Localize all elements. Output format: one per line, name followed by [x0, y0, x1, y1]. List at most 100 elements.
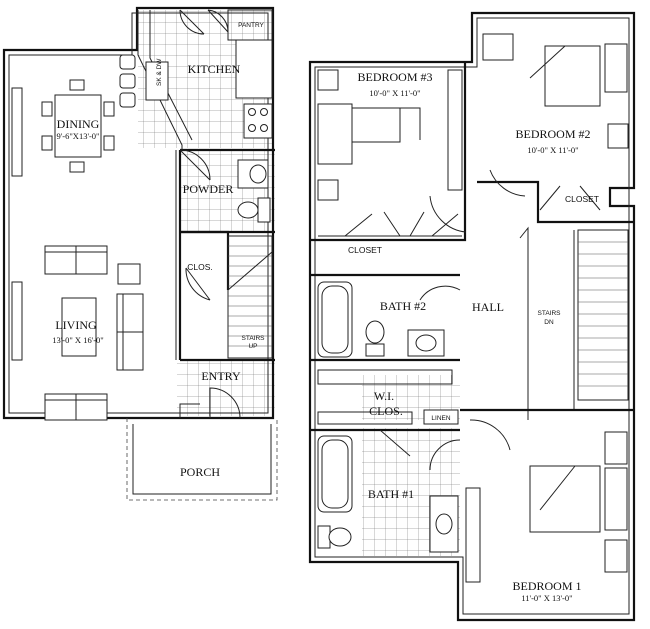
bath1-tub: [317, 435, 353, 513]
wiclos-shelf: [317, 411, 413, 425]
coffee-table: [61, 297, 97, 357]
bath1-vanity: [429, 495, 459, 553]
powder-vanity: [237, 159, 269, 189]
bath2-walls: [310, 273, 460, 362]
nightstand: [604, 431, 628, 465]
bed3-dresser: [447, 69, 463, 191]
first-floor: SK & DW: [2, 6, 278, 501]
sofa-cushions: [45, 246, 107, 274]
hall-door-swing: [489, 169, 526, 197]
entry-door-swing: [209, 387, 241, 419]
bed1-headboard: [604, 467, 628, 531]
toilet-bowl: [328, 527, 352, 547]
porch-inner-outline: [132, 424, 272, 495]
linen-label: LINEN: [431, 415, 450, 422]
nightstand: [607, 123, 629, 149]
hall-door-swing: [429, 195, 467, 233]
bar-stools: [119, 54, 136, 108]
wiclos-label-2: CLOS.: [369, 404, 403, 418]
dining-table: [41, 79, 115, 173]
bed3-headboard: [352, 107, 401, 143]
burner-icon: [260, 108, 268, 116]
sink-icon: [435, 513, 453, 535]
bed1-dresser: [465, 487, 481, 583]
entry-tile-floor: [177, 360, 275, 416]
tub-basin: [321, 285, 349, 354]
kitchen-label: KITCHEN: [188, 62, 241, 76]
burner-icon: [248, 108, 256, 116]
pantry-label: PANTRY: [238, 22, 264, 29]
bath2-label: BATH #2: [380, 299, 426, 313]
stairs-down: [519, 226, 629, 420]
bedroom2-label: BEDROOM #2: [515, 127, 590, 141]
dining-label: DINING: [57, 117, 100, 131]
bath2-tub: [317, 281, 353, 358]
closet-left-label: CLOSET: [348, 245, 382, 255]
nightstand: [482, 33, 514, 61]
entry-closet: [179, 403, 200, 418]
clos-door-swing: [185, 267, 211, 301]
wiclos-shelf: [317, 369, 453, 385]
window: [11, 87, 23, 177]
window: [11, 281, 23, 361]
kitchen-sink: [145, 61, 169, 101]
toilet-tank: [257, 197, 271, 223]
sink-dw-label: SK & DW: [156, 58, 163, 86]
toilet-bowl: [365, 320, 385, 344]
bedroom3-size: 10'-0" X 11'-0": [369, 88, 420, 98]
kitchen-counter-edge: [149, 10, 193, 141]
toilet-tank: [365, 343, 385, 357]
linen-closet: [423, 409, 459, 425]
hall-label: HALL: [472, 300, 504, 314]
entry-label: ENTRY: [201, 369, 241, 383]
dining-size: 9'-6"X13'-0": [56, 131, 99, 141]
stairs-dn-label-2: DN: [544, 319, 554, 326]
bedroom2-wall: [477, 180, 634, 224]
bath1-label: BATH #1: [368, 487, 414, 501]
sink-icon: [249, 164, 267, 184]
nightstand: [317, 179, 339, 201]
bedroom2-size: 10'-0" X 11'-0": [527, 145, 578, 155]
burner-icon: [248, 124, 256, 132]
bedroom1-door-swing: [469, 419, 511, 451]
loveseat-cushions: [117, 294, 143, 370]
toilet-tank: [317, 525, 331, 549]
nightstand: [317, 69, 339, 91]
pantry-door-swing: [207, 9, 229, 33]
bedroom1-size: 11'-0" X 13'-0": [521, 593, 572, 603]
closet-bifold-doors: [344, 211, 459, 237]
stairs-up-label-1: STAIRS: [242, 335, 266, 342]
first-floor-exterior-wall: [2, 6, 275, 420]
bed3-mattress: [360, 107, 421, 140]
powder-label: POWDER: [183, 182, 234, 196]
porch-label: PORCH: [180, 465, 220, 479]
pantry-closet: [227, 9, 273, 41]
stairs-dn-label-1: STAIRS: [538, 310, 562, 317]
closet-right-doors: [539, 185, 601, 211]
range: [243, 103, 273, 139]
labels: DINING 9'-6"X13'-0" KITCHEN PANTRY POWDE…: [52, 22, 599, 603]
sink-icon: [415, 334, 437, 352]
second-floor-inner-wall-line: [314, 17, 630, 615]
clos-label: CLOS.: [187, 262, 213, 272]
bedroom1-label: BEDROOM 1: [512, 579, 581, 593]
tub-basin: [321, 439, 349, 509]
bed2-nightstand: [604, 43, 628, 93]
kitchen-door-swing: [179, 9, 205, 35]
bedroom3-label: BEDROOM #3: [357, 70, 432, 84]
clos-wall: [180, 230, 230, 290]
powder-door-swing: [179, 149, 211, 181]
toilet-bowl: [237, 201, 259, 219]
porch-outline: [126, 418, 278, 501]
side-table: [117, 263, 141, 285]
nightstand: [604, 539, 628, 573]
living-label: LIVING: [55, 318, 97, 332]
stairs-up-label-2: UP: [248, 343, 257, 350]
stairs-up: [227, 235, 273, 359]
bed3-nightstand: [317, 103, 353, 165]
wiclos-label-1: W.I.: [374, 389, 394, 403]
bed1-fold: [539, 465, 576, 511]
refrigerator: [235, 39, 273, 99]
closet-right-label: CLOSET: [565, 194, 599, 204]
